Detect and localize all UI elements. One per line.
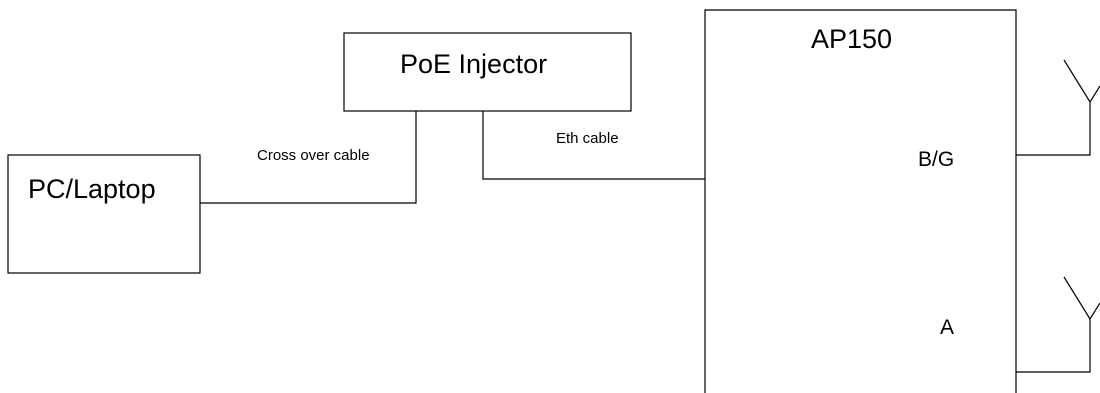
poe-injector-node[interactable]: PoE Injector [343,32,632,112]
port-bg-label: B/G [918,148,954,171]
antenna-a-icon [1063,276,1100,321]
eth-cable: Eth cable [482,111,705,180]
antenna-bg-feed [1016,102,1091,156]
antenna-a-feed [1016,319,1091,373]
cross-over-cable-label: Cross over cable [257,147,370,164]
eth-cable-label: Eth cable [556,130,619,147]
cross-over-cable-line [200,111,417,204]
antenna-bg-icon [1063,59,1100,104]
ap150-label: AP150 [811,24,892,54]
eth-cable-line [482,111,705,180]
pc-laptop-node[interactable]: PC/Laptop [7,154,201,274]
antenna-bg [1016,59,1100,156]
poe-injector-label: PoE Injector [400,49,547,79]
poe-injector-box [343,32,632,112]
pc-laptop-label: PC/Laptop [28,174,156,204]
cross-over-cable: Cross over cable [200,111,417,204]
pc-laptop-box [7,154,201,274]
antenna-a [1016,276,1100,373]
ap150-box [704,9,1017,393]
ap150-node[interactable]: AP150 B/G A [704,9,1017,393]
port-a-label: A [940,316,954,339]
